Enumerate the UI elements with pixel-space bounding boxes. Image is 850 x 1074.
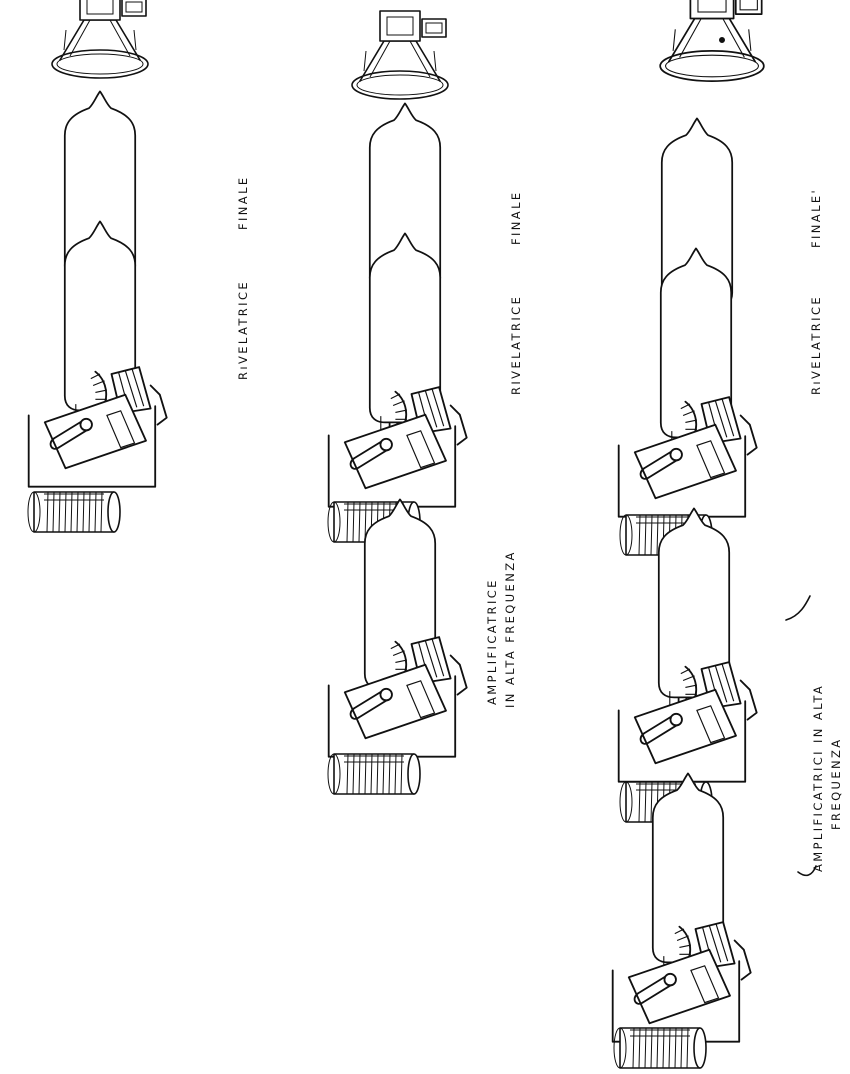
column-1-basic-receiver: [28, 0, 167, 532]
speaker-icon: [352, 11, 448, 99]
column-3-two-rf-stages: [613, 0, 816, 1068]
label-amplificatrice-line1: AMPLIFICATRICE: [485, 578, 499, 705]
label-rivelatrice-3: RıVELATRICE: [809, 295, 823, 395]
coil-icon: [328, 754, 420, 794]
coil-icon: [614, 1028, 706, 1068]
label-amplificatrici-line1: AMPLIFICATRICI IN ALTA: [811, 684, 825, 872]
column-2-one-rf-stage: [328, 11, 467, 794]
speaker-icon: [52, 0, 148, 78]
label-amplificatrici-line2: FREQUENZA: [829, 737, 843, 830]
label-finale-2: FINALE: [509, 190, 523, 245]
speaker-icon: [660, 0, 764, 81]
coil-icon: [28, 492, 120, 532]
label-rivelatrice-2: RIVELATRICE: [509, 295, 523, 395]
label-finale-1: FINALE: [236, 175, 250, 230]
bracket-line-upper: [786, 596, 810, 620]
label-amplificatrice-line2: IN ALTA FREQUENZA: [503, 550, 517, 708]
label-rivelatrice-1: RıVELATRICE: [236, 280, 250, 380]
label-finale-3: FINALE': [809, 188, 823, 248]
